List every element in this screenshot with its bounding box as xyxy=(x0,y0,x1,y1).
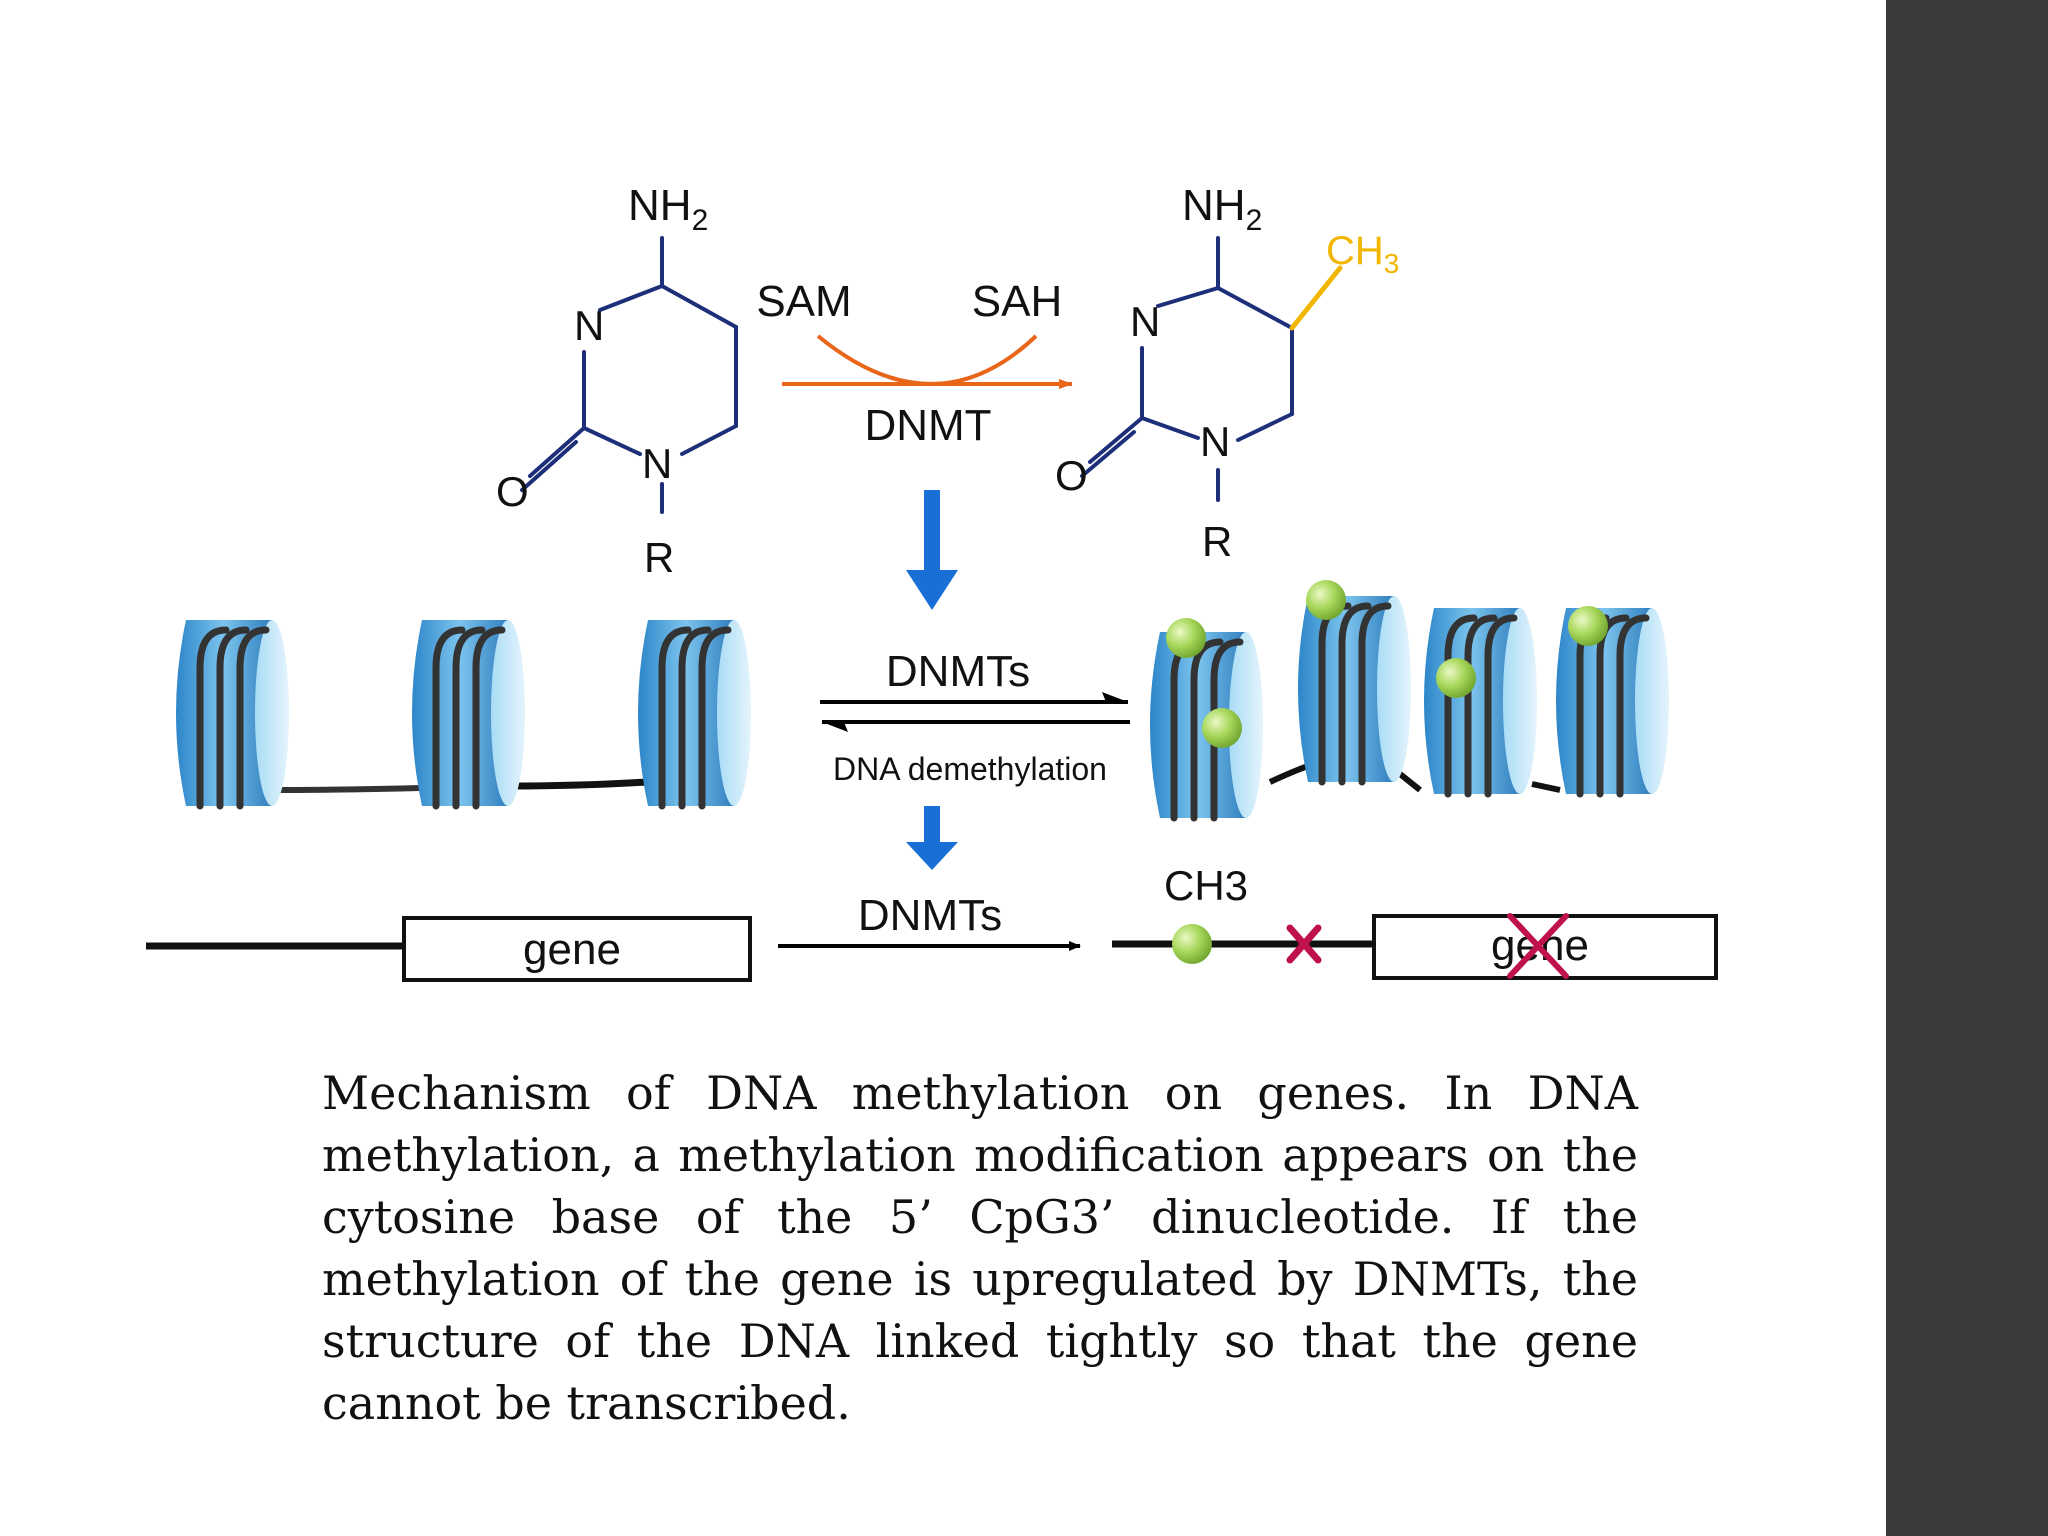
methyl-ball xyxy=(1172,924,1212,964)
ring-nitrogen-label: N xyxy=(574,302,604,349)
ch3-label: CH3 xyxy=(1164,862,1248,909)
methyl-ball xyxy=(1166,618,1206,658)
dna-methylation-diagram: NH2 N N O R SAM SAH DNMT CH3 NH2 N N xyxy=(146,181,1718,982)
oxygen-label: O xyxy=(1055,452,1088,499)
gene-box xyxy=(402,916,752,982)
active-gene: gene xyxy=(146,916,752,982)
methyl-group-label: CH3 xyxy=(1326,229,1399,279)
r-group-label: R xyxy=(1202,518,1232,565)
linker-dna xyxy=(1531,781,1561,793)
methyl-bond xyxy=(1289,265,1343,331)
right-side-bar xyxy=(1886,0,2048,1536)
dnmts-forward-label: DNMTs xyxy=(886,647,1030,696)
block-x-icon xyxy=(1286,924,1322,964)
gene-box xyxy=(1372,914,1718,980)
ring-nitrogen-label: N xyxy=(1130,298,1160,345)
slide: NH2 N N O R SAM SAH DNMT CH3 NH2 N N xyxy=(146,181,1718,1430)
methylcytosine-molecule: CH3 NH2 N N O R xyxy=(1055,181,1399,565)
nucleosome xyxy=(1298,596,1411,782)
demethylation-label: DNA demethylation xyxy=(833,751,1107,787)
dnmt-label: DNMT xyxy=(864,401,991,450)
blue-down-arrow xyxy=(906,490,958,610)
blue-down-arrow xyxy=(906,806,958,870)
amino-group-label: NH2 xyxy=(1182,181,1262,237)
linker-dna xyxy=(505,778,647,790)
cytosine-molecule: NH2 N N O R xyxy=(496,181,738,581)
figure-caption: Mechanism of DNA methylation on genes. I… xyxy=(322,1066,1638,1430)
sam-label: SAM xyxy=(756,277,851,326)
methylation-reaction: SAM SAH DNMT xyxy=(756,277,1073,450)
sam-sah-curve xyxy=(816,334,1038,386)
nucleosome xyxy=(1424,608,1537,794)
methyl-ball xyxy=(1306,580,1346,620)
methyl-ball xyxy=(1202,708,1242,748)
methylated-chromatin xyxy=(1150,580,1669,818)
gene-label: gene xyxy=(523,925,621,974)
gene-methylation-arrow: DNMTs xyxy=(778,891,1081,951)
amino-group-label: NH2 xyxy=(628,181,708,237)
sah-label: SAH xyxy=(972,277,1062,326)
unmethylated-chromatin xyxy=(176,620,751,806)
equilibrium-arrows: DNMTs DNA demethylation xyxy=(820,647,1130,787)
nucleosome xyxy=(412,620,525,806)
bottom-nitrogen-label: N xyxy=(1200,418,1230,465)
block-x-icon xyxy=(1507,913,1569,979)
nucleosome xyxy=(176,620,289,806)
r-group-label: R xyxy=(644,534,674,581)
methyl-ball xyxy=(1436,658,1476,698)
bottom-nitrogen-label: N xyxy=(642,440,672,487)
methyl-ball xyxy=(1568,606,1608,646)
nucleosome xyxy=(638,620,751,806)
oxygen-label: O xyxy=(496,468,529,515)
linker-dna xyxy=(1398,771,1422,793)
linker-dna xyxy=(269,785,421,793)
ring-bonds xyxy=(520,236,738,514)
dnmts-label: DNMTs xyxy=(858,891,1002,940)
silenced-gene: CH3 gene xyxy=(1112,862,1718,980)
ring-bonds xyxy=(1080,236,1294,502)
